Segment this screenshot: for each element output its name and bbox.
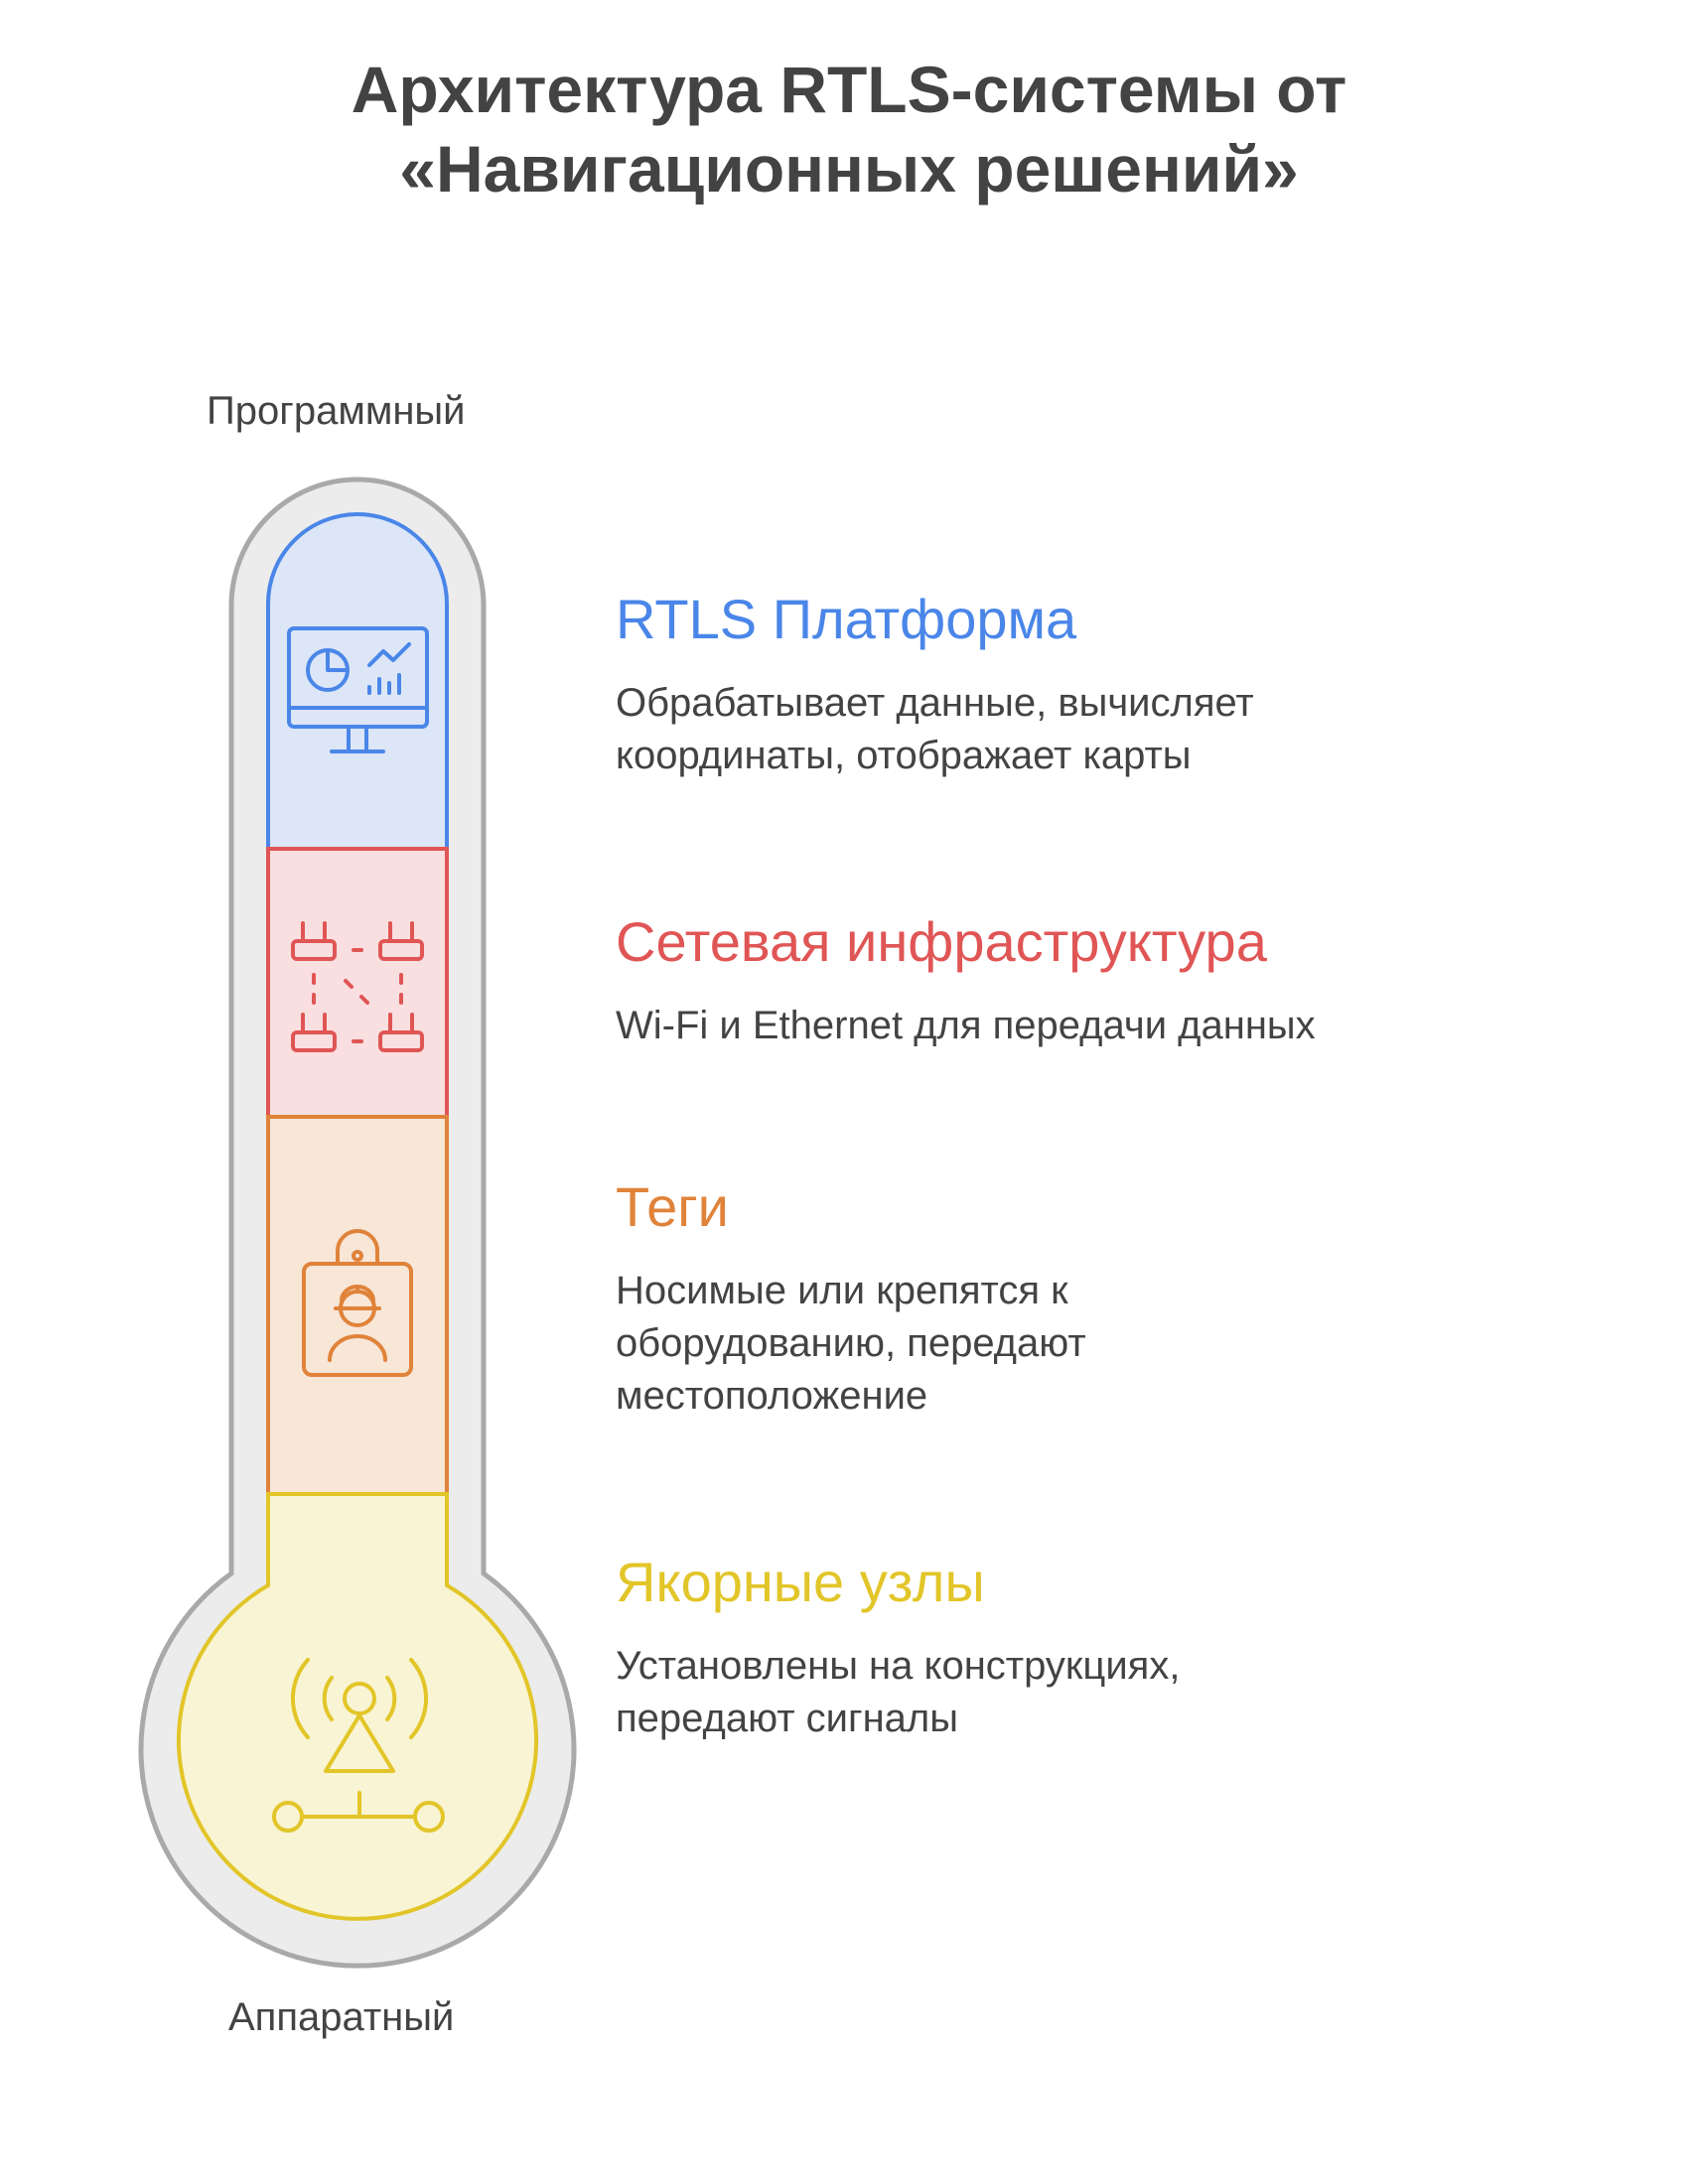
monitor-analytics-icon [287, 626, 429, 753]
layer-title-network: Сетевая инфраструктура [616, 910, 1267, 973]
layer-network-segment [266, 847, 449, 1119]
layer-title-tags: Теги [616, 1175, 729, 1238]
layer-anchors-segment [177, 1492, 538, 1921]
layer-tags-segment [266, 1115, 449, 1496]
network-routers-icon [291, 921, 424, 1052]
layer-description-platform: Обрабатывает данные, вычисляет координат… [616, 681, 1254, 777]
layer-description-anchors: Установлены на конструкциях, передают си… [616, 1644, 1181, 1740]
layer-anchors-text: Якорные узлы Установлены на конструкциях… [616, 1549, 1648, 1745]
axis-top-label: Программный [207, 389, 466, 433]
title-line-1: Архитектура RTLS-системы от [351, 53, 1347, 126]
layer-description-network: Wi-Fi и Ethernet для передачи данных [616, 1004, 1316, 1047]
layer-network-text: Сетевая инфраструктура Wi-Fi и Ethernet … [616, 908, 1648, 1052]
layer-platform-segment [266, 512, 449, 851]
diagram-title: Архитектура RTLS-системы от «Навигационн… [0, 50, 1698, 208]
layer-title-anchors: Якорные узлы [616, 1551, 985, 1613]
axis-bottom-label: Аппаратный [228, 1995, 455, 2039]
title-line-2: «Навигационных решений» [399, 132, 1299, 205]
layer-platform-text: RTLS Платформа Обрабатывает данные, вычи… [616, 586, 1648, 782]
worker-badge-icon [302, 1229, 413, 1377]
antenna-signal-icon [272, 1658, 445, 1833]
layer-description-tags: Носимые или крепятся к оборудованию, пер… [616, 1269, 1086, 1418]
layer-title-platform: RTLS Платформа [616, 588, 1077, 650]
layer-tags-text: Теги Носимые или крепятся к оборудованию… [616, 1173, 1648, 1423]
